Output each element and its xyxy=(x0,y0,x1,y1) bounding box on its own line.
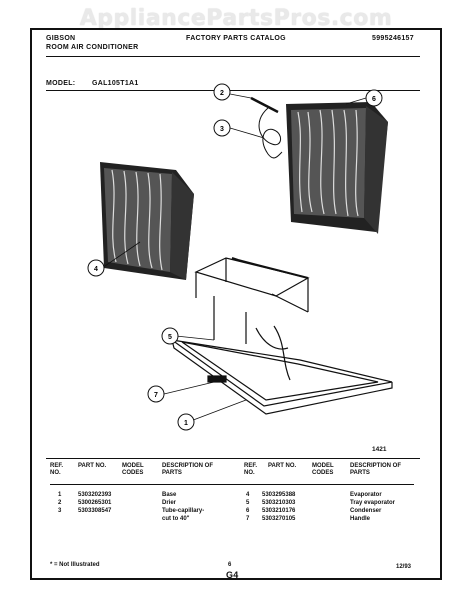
header-rule xyxy=(46,56,420,57)
row-2-part: 5300265301 xyxy=(78,500,112,506)
row-7-ref: 7 xyxy=(246,516,250,522)
col-header-desc-right: DESCRIPTION OF PARTS xyxy=(350,463,402,476)
row-5-desc: Tray evaporator xyxy=(350,500,396,506)
row-7-desc: Handle xyxy=(350,516,371,522)
row-1-part: 5303202393 xyxy=(78,492,112,498)
model-label: MODEL: xyxy=(46,80,76,87)
model-rule xyxy=(46,90,420,91)
callout-1: 1 xyxy=(184,420,188,427)
callout-4: 4 xyxy=(94,266,98,273)
col-header-ref-right: REF. NO. xyxy=(244,463,258,476)
not-illustrated-note: * = Not Illustrated xyxy=(50,562,100,568)
base-pan xyxy=(171,257,393,415)
evaporator-coil xyxy=(100,162,194,280)
capillary-tube xyxy=(258,107,283,159)
row-3-part: 5303308547 xyxy=(78,508,112,514)
row-2-ref: 2 xyxy=(58,500,62,506)
row-3-ref: 3 xyxy=(58,508,62,514)
brand-name: GIBSON xyxy=(46,35,76,42)
callout-5: 5 xyxy=(168,334,172,341)
row-7-part: 5303270105 xyxy=(262,516,296,522)
parts-catalog-page xyxy=(30,28,442,580)
row-2-desc: Drier xyxy=(162,500,177,506)
row-3-desc: Tube-capillary- xyxy=(162,508,205,514)
watermark-text: AppliancePartsPros.com xyxy=(79,6,393,31)
row-6-part: 5303210176 xyxy=(262,508,296,514)
row-4-part: 5303295388 xyxy=(262,492,296,498)
revision-date: 12/93 xyxy=(396,564,412,570)
col-header-part-right: PART NO. xyxy=(268,463,297,469)
row-1-desc: Base xyxy=(162,492,177,498)
row-3-desc-cont: cut to 40" xyxy=(162,516,190,522)
table-top-rule xyxy=(46,458,420,459)
row-6-desc: Condenser xyxy=(350,508,382,514)
page-number: 6 xyxy=(228,562,232,568)
catalog-number: 5995246157 xyxy=(372,35,414,42)
condenser-coil xyxy=(286,102,388,234)
callout-7: 7 xyxy=(154,392,158,399)
callout-3: 3 xyxy=(220,126,224,133)
col-header-ref: REF. NO. xyxy=(50,463,64,476)
section-code: G4 xyxy=(226,570,239,580)
row-1-ref: 1 xyxy=(58,492,62,498)
col-header-model-right: MODEL CODES xyxy=(312,463,334,476)
row-4-desc: Evaporator xyxy=(350,492,382,498)
catalog-title: FACTORY PARTS CATALOG xyxy=(186,35,286,42)
row-5-part: 5303210303 xyxy=(262,500,296,506)
row-5-ref: 5 xyxy=(246,500,250,506)
drier-part xyxy=(250,96,279,114)
callout-6: 6 xyxy=(372,96,376,103)
row-4-ref: 4 xyxy=(246,492,250,498)
col-header-desc: DESCRIPTION OF PARTS xyxy=(162,463,214,476)
product-name: ROOM AIR CONDITIONER xyxy=(46,44,139,51)
col-header-model: MODEL CODES xyxy=(122,463,144,476)
model-value: GAL105T1A1 xyxy=(92,80,139,87)
col-header-part: PART NO. xyxy=(78,463,107,469)
row-6-ref: 6 xyxy=(246,508,250,514)
exploded-parts-diagram: 2 3 6 4 5 7 1 xyxy=(87,83,393,431)
table-header-rule xyxy=(50,484,414,485)
figure-number: 1421 xyxy=(372,446,387,453)
callout-2: 2 xyxy=(220,90,224,97)
